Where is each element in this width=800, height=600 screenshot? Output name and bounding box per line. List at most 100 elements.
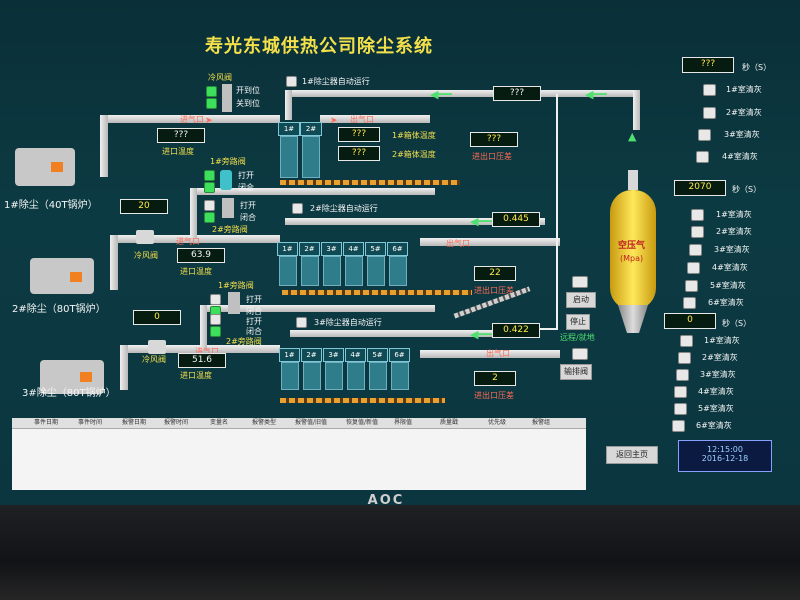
clean-label: 5#室清灰 [710, 281, 746, 290]
clean-label: 1#室清灰 [716, 210, 752, 219]
hopper [391, 362, 409, 390]
inlet-temp-label: 进口温度 [162, 147, 194, 156]
flow-right-arrow-icon: ➤ [205, 116, 213, 126]
tank-base-icon [618, 305, 648, 333]
valve-icon[interactable] [222, 84, 232, 112]
clean-lamp [676, 369, 689, 381]
dp-label: 进出口压差 [474, 286, 514, 295]
cold-valve-label: 冷风阀 [142, 355, 166, 364]
bypass-open-lamp [210, 294, 221, 305]
clock-date: 2016-12-18 [701, 454, 749, 463]
col-header: 质量戳 [440, 419, 459, 426]
filter-box: 3# [323, 348, 344, 362]
open-label: 打开 [238, 171, 254, 180]
group3-timer-value: 0 [664, 313, 716, 329]
compressor-status-lamp [572, 276, 588, 288]
inlet-temp-value: 63.9 [177, 248, 225, 263]
boiler-1-label: 1#除尘（40T锅炉） [4, 200, 98, 211]
inlet-temp-label: 进口温度 [180, 267, 212, 276]
pipe [110, 235, 280, 243]
close-label: 闭合 [246, 307, 262, 316]
clean-lamp [683, 297, 696, 309]
stop-button[interactable]: 停止 [566, 314, 590, 330]
hopper [325, 362, 343, 390]
col-header: 事件日期 [34, 419, 59, 426]
filter-box: 4# [343, 242, 364, 256]
clean-lamp [674, 386, 687, 398]
pipe [285, 218, 545, 225]
flame-icon [51, 162, 63, 172]
tank-neck [628, 170, 638, 190]
dp-value: 22 [474, 266, 516, 281]
open-limit-lamp [206, 86, 217, 97]
boiler-2-icon [30, 258, 94, 294]
hopper [280, 136, 298, 178]
alarm-table[interactable]: 事件日期 事件时间 报警日期 报警时间 变量名 报警类型 报警值/旧值 恢复值/… [12, 418, 586, 490]
cold-valve-value: 20 [120, 199, 168, 214]
bypass-2-label: 2#旁路阀 [226, 337, 262, 346]
hopper [389, 256, 407, 286]
flow-arrow-icon: ◀━━ [470, 328, 492, 341]
close-label: 闭合 [240, 213, 256, 222]
pipe [420, 238, 560, 246]
flame-icon [70, 272, 82, 282]
inlet-temp-value: 51.6 [178, 353, 226, 368]
filter-box: 2# [301, 348, 322, 362]
boiler-3-icon [40, 360, 104, 394]
cold-valve-icon[interactable] [148, 340, 166, 354]
col-header: 恢复值/新值 [346, 419, 379, 426]
hopper [281, 362, 299, 390]
hopper [323, 256, 341, 286]
hopper [367, 256, 385, 286]
inlet-label: 进气口 [195, 347, 219, 356]
bypass2-valve-icon[interactable] [222, 198, 234, 218]
bypass2-open-lamp [204, 200, 215, 211]
filter-box: 5# [365, 242, 386, 256]
col-header: 报警组 [532, 419, 551, 426]
clean-label: 6#室清灰 [696, 421, 732, 430]
drain-valve-button[interactable]: 输排阀 [560, 364, 592, 380]
clean-lamp [685, 280, 698, 292]
clean-label: 1#室清灰 [704, 336, 740, 345]
auto-run-label: 2#除尘器自动运行 [310, 204, 378, 213]
col-header: 报警时间 [164, 419, 189, 426]
clean-label: 3#室清灰 [724, 130, 760, 139]
bypass2-open-lamp [210, 314, 221, 325]
group2-timer-value: 2070 [674, 180, 726, 196]
alarm-table-header [12, 418, 586, 429]
clean-lamp [698, 129, 711, 141]
clean-lamp [696, 151, 709, 163]
pipe [285, 90, 640, 97]
bypass-valve-icon[interactable] [220, 170, 232, 190]
filter-box: 1# [277, 242, 298, 256]
clean-label: 3#室清灰 [700, 370, 736, 379]
col-header: 报警类型 [252, 419, 277, 426]
outlet-label: 出气口 [446, 239, 470, 248]
pipe [190, 188, 435, 195]
pipe [100, 115, 280, 123]
return-home-button[interactable]: 返回主页 [606, 446, 658, 464]
box2-temp-label: 2#箱体温度 [392, 150, 436, 159]
cold-valve-icon[interactable] [136, 230, 154, 244]
boiler-2-label: 2#除尘（80T锅炉） [12, 304, 106, 315]
flame-icon [80, 372, 92, 382]
bypass2-close-lamp [210, 326, 221, 337]
monitor-brand-logo: AOC [367, 493, 405, 508]
group1-timer-unit: 秒（S） [742, 63, 772, 72]
inlet-temp-label: 进口温度 [180, 371, 212, 380]
pipe [200, 305, 207, 350]
pipe [110, 235, 118, 290]
drain-valve-lamp [572, 348, 588, 360]
close-label: 闭合 [246, 327, 262, 336]
bypass-1-label: 1#旁路阀 [218, 281, 254, 290]
auto-run-label: 1#除尘器自动运行 [302, 77, 370, 86]
box1-temp-value: ??? [338, 127, 380, 142]
monitor-bezel: AOC [0, 493, 800, 600]
cold-valve-label: 冷风阀 [134, 251, 158, 260]
remote-local-label: 远程/就地 [560, 333, 595, 342]
pipe [633, 90, 640, 130]
pipe [285, 90, 292, 120]
start-button[interactable]: 启动 [566, 292, 596, 308]
bypass-valve-icon[interactable] [228, 292, 240, 314]
conveyor [280, 180, 460, 185]
